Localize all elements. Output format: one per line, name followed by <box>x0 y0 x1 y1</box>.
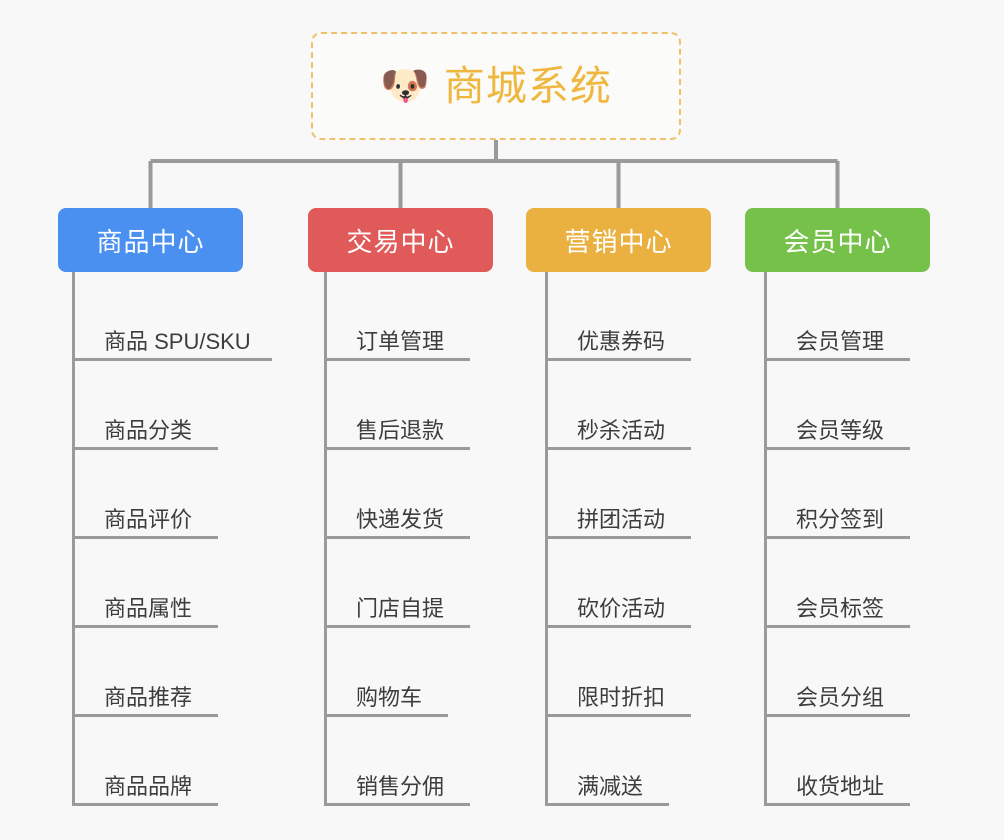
subitem-underline <box>764 625 910 628</box>
subitem-underline <box>764 358 910 361</box>
subitem-underline <box>545 358 691 361</box>
subitem-underline <box>72 625 218 628</box>
subitem-label: 积分签到 <box>796 506 885 532</box>
subitem-column-trade: 订单管理售后退款快递发货门店自提购物车销售分佣 <box>324 272 470 806</box>
subitem[interactable]: 秒杀活动 <box>545 361 691 450</box>
subitem-underline <box>764 536 910 539</box>
subitem-label: 门店自提 <box>356 595 445 621</box>
subitem-label: 商品 SPU/SKU <box>104 328 251 354</box>
subitem-label: 满减送 <box>577 773 644 799</box>
subitem[interactable]: 砍价活动 <box>545 539 691 628</box>
subitem-label: 购物车 <box>356 684 423 710</box>
subitem-label: 砍价活动 <box>577 595 666 621</box>
subitem[interactable]: 会员分组 <box>764 628 910 717</box>
subitem-underline <box>72 803 218 806</box>
subitem[interactable]: 限时折扣 <box>545 628 691 717</box>
subitem-underline <box>324 625 470 628</box>
category-label: 商品中心 <box>96 226 205 257</box>
subitem[interactable]: 商品品牌 <box>72 717 265 806</box>
subitem-label: 会员分组 <box>796 684 885 710</box>
subitem[interactable]: 售后退款 <box>324 361 470 450</box>
category-label: 交易中心 <box>346 226 455 257</box>
subitem-underline <box>324 536 470 539</box>
subitem-underline <box>545 625 691 628</box>
subitem-underline <box>72 536 218 539</box>
category-box-trade[interactable]: 交易中心 <box>308 208 493 272</box>
subitem-label: 秒杀活动 <box>577 417 666 443</box>
subitem-label: 会员等级 <box>796 417 885 443</box>
subitem-underline <box>545 714 691 717</box>
subitem-underline <box>324 803 470 806</box>
subitem-label: 销售分佣 <box>356 773 445 799</box>
subitem-underline <box>324 447 470 450</box>
subitem-label: 收货地址 <box>796 773 885 799</box>
subitem-label: 拼团活动 <box>577 506 666 532</box>
subitem-label: 限时折扣 <box>577 684 666 710</box>
subitem-underline <box>764 803 910 806</box>
subitem-label: 商品分类 <box>104 417 193 443</box>
root-node[interactable]: 🐶 商城系统 <box>311 32 681 140</box>
subitem-column-product: 商品 SPU/SKU 商品分类商品评价商品属性商品推荐商品品牌 <box>72 272 272 806</box>
category-box-marketing[interactable]: 营销中心 <box>526 208 711 272</box>
subitem[interactable]: 订单管理 <box>324 272 470 361</box>
subitem[interactable]: 商品属性 <box>72 539 265 628</box>
subitem[interactable]: 快递发货 <box>324 450 470 539</box>
subitem[interactable]: 商品推荐 <box>72 628 265 717</box>
subitem[interactable]: 购物车 <box>324 628 458 717</box>
subitem-label: 快递发货 <box>356 506 445 532</box>
subitem-underline <box>764 714 910 717</box>
subitem-column-marketing: 优惠券码秒杀活动拼团活动砍价活动限时折扣满减送 <box>545 272 691 806</box>
dog-face-icon: 🐶 <box>380 64 430 108</box>
subitem[interactable]: 积分签到 <box>764 450 910 539</box>
category-label: 会员中心 <box>783 226 892 257</box>
category-box-member[interactable]: 会员中心 <box>745 208 930 272</box>
subitem[interactable]: 商品 SPU/SKU <box>72 272 272 361</box>
subitem-label: 会员管理 <box>796 328 885 354</box>
subitem[interactable]: 门店自提 <box>324 539 470 628</box>
subitem[interactable]: 商品分类 <box>72 361 265 450</box>
subitem[interactable]: 优惠券码 <box>545 272 691 361</box>
root-title: 商城系统 <box>443 62 612 109</box>
column-rail <box>545 272 548 806</box>
subitem-underline <box>324 714 448 717</box>
subitem-underline <box>72 714 218 717</box>
subitem[interactable]: 拼团活动 <box>545 450 691 539</box>
subitem-underline <box>545 536 691 539</box>
subitem[interactable]: 会员等级 <box>764 361 910 450</box>
subitem-label: 订单管理 <box>356 328 445 354</box>
column-rail <box>764 272 767 806</box>
subitem-underline <box>324 358 470 361</box>
subitem[interactable]: 满减送 <box>545 717 679 806</box>
subitem-column-member: 会员管理会员等级积分签到会员标签会员分组收货地址 <box>764 272 910 806</box>
subitem-underline <box>764 447 910 450</box>
category-label: 营销中心 <box>564 226 673 257</box>
subitem-underline <box>72 358 272 361</box>
subitem[interactable]: 销售分佣 <box>324 717 470 806</box>
subitem[interactable]: 商品评价 <box>72 450 265 539</box>
subitem-label: 商品品牌 <box>104 773 193 799</box>
subitem[interactable]: 收货地址 <box>764 717 910 806</box>
subitem[interactable]: 会员标签 <box>764 539 910 628</box>
column-rail <box>72 272 75 806</box>
column-rail <box>324 272 327 806</box>
subitem-label: 售后退款 <box>356 417 445 443</box>
subitem-label: 会员标签 <box>796 595 885 621</box>
subitem-underline <box>72 447 218 450</box>
subitem-label: 商品推荐 <box>104 684 193 710</box>
subitem-label: 商品属性 <box>104 595 193 621</box>
category-box-product[interactable]: 商品中心 <box>58 208 243 272</box>
subitem[interactable]: 会员管理 <box>764 272 910 361</box>
subitem-underline <box>545 447 691 450</box>
subitem-underline <box>545 803 669 806</box>
subitem-label: 优惠券码 <box>577 328 666 354</box>
subitem-label: 商品评价 <box>104 506 193 532</box>
